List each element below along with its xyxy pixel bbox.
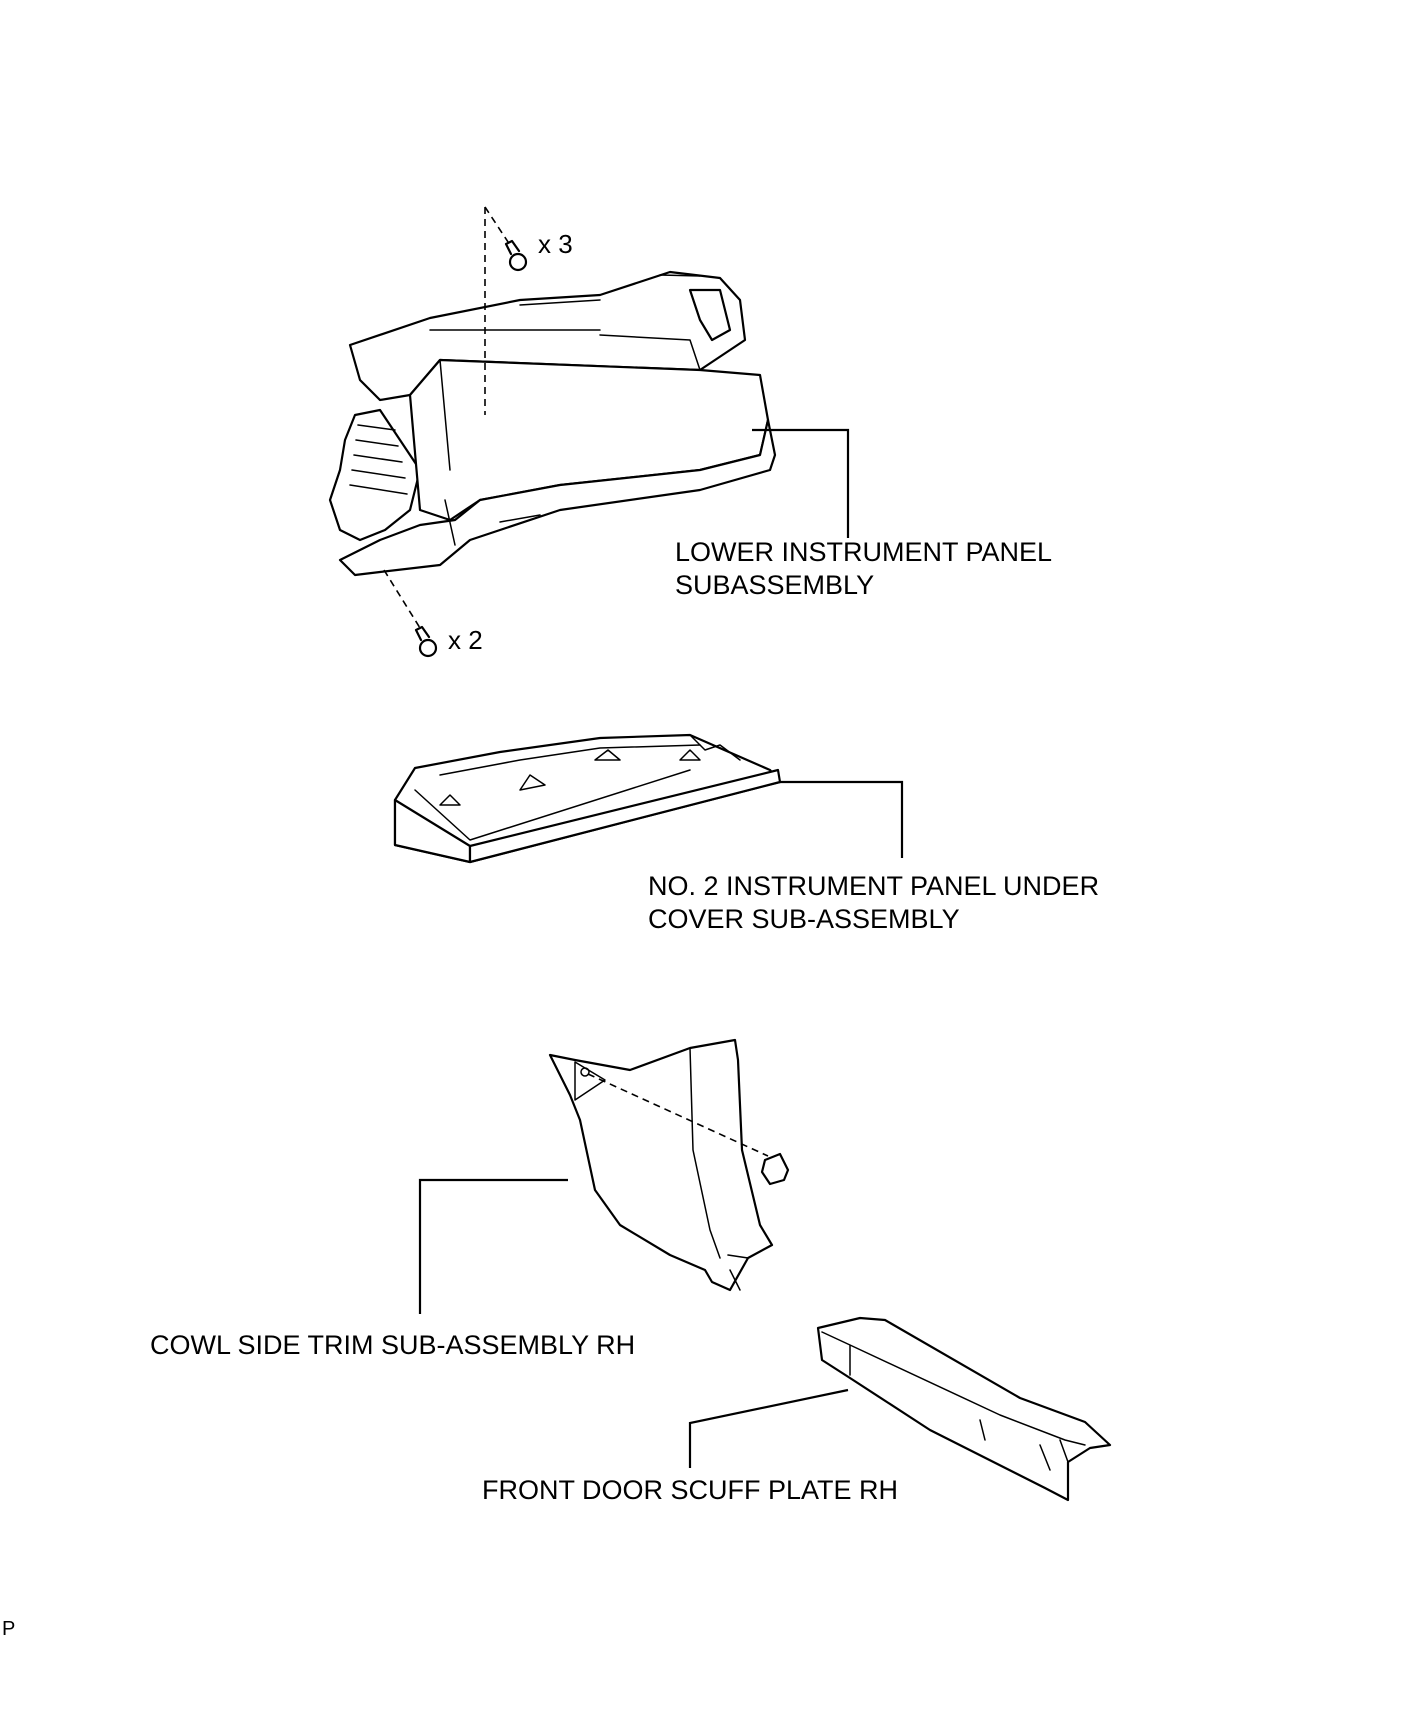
label-lower-screw-qty: x 2 bbox=[448, 625, 483, 655]
scuff-plate-drawing bbox=[816, 1316, 1112, 1502]
label-under-cover: NO. 2 INSTRUMENT PANEL UNDER COVER SUB-A… bbox=[648, 870, 1099, 936]
label-under-cover-line2: COVER SUB-ASSEMBLY bbox=[648, 904, 960, 934]
leader-line-scuff-plate bbox=[688, 1388, 849, 1468]
leader-line-under-cover bbox=[780, 780, 904, 858]
label-cowl-side-trim: COWL SIDE TRIM SUB-ASSEMBLY RH bbox=[150, 1330, 636, 1360]
corner-code: P bbox=[2, 1618, 16, 1640]
label-upper-screw-qty: x 3 bbox=[538, 229, 573, 259]
label-under-cover-line1: NO. 2 INSTRUMENT PANEL UNDER bbox=[648, 871, 1100, 901]
cowl-side-trim-drawing bbox=[548, 1038, 790, 1292]
label-lower-panel-line2: SUBASSEMBLY bbox=[675, 570, 875, 600]
screw-icon bbox=[414, 625, 438, 658]
lower-instrument-panel-drawing bbox=[328, 270, 777, 577]
screw-icon bbox=[504, 239, 528, 272]
clip-icon bbox=[760, 1152, 790, 1186]
label-lower-instrument-panel: LOWER INSTRUMENT PANEL SUBASSEMBLY bbox=[675, 536, 1052, 602]
under-cover-drawing bbox=[393, 733, 782, 864]
leader-line-cowl-trim bbox=[418, 1178, 568, 1314]
upper-screw-group bbox=[484, 206, 528, 415]
label-lower-panel-line1: LOWER INSTRUMENT PANEL bbox=[675, 537, 1053, 567]
label-scuff-plate: FRONT DOOR SCUFF PLATE RH bbox=[482, 1475, 899, 1505]
lower-screw-group bbox=[383, 569, 438, 658]
leader-line-lower-panel bbox=[752, 428, 850, 538]
